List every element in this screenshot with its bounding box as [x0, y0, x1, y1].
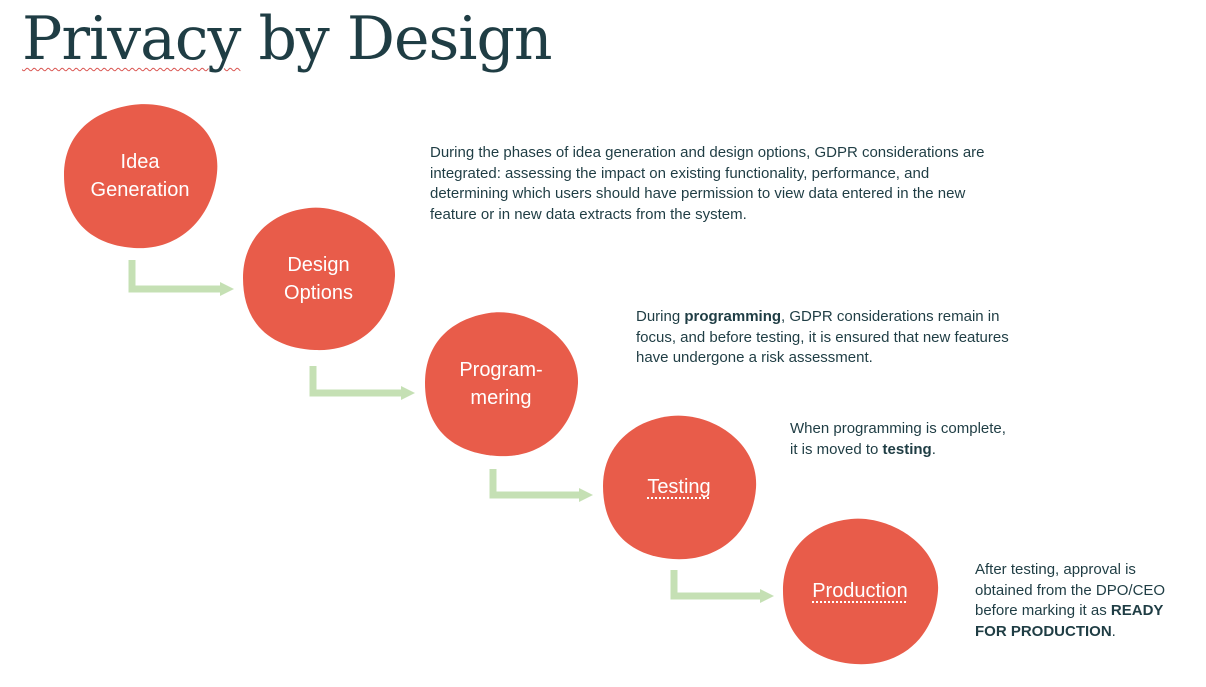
- step-label: Production: [812, 580, 908, 602]
- title-rest: by Design: [240, 4, 552, 74]
- description-programming: During programming, GDPR considerations …: [636, 307, 1036, 369]
- step-testing: Testing: [601, 414, 757, 560]
- desc-text: .: [1111, 622, 1116, 640]
- desc-text: After testing, approval is obtained from…: [975, 561, 1166, 619]
- desc-text: .: [931, 440, 936, 458]
- description-idea-design: During the phases of idea generation and…: [430, 144, 985, 223]
- arrow-2-to-3-icon: [309, 366, 415, 400]
- description-production: After testing, approval is obtained from…: [975, 560, 1197, 642]
- blob-shape: [603, 415, 757, 560]
- blob-shape: [783, 518, 939, 665]
- step-label: Design Options: [284, 253, 353, 304]
- step-design-options: Design Options: [241, 206, 396, 351]
- desc-text: , GDPR considerations remain in focus, a…: [636, 308, 1009, 366]
- desc-bold: testing: [882, 440, 932, 458]
- desc-text: When programming is complete, it is move…: [790, 420, 1006, 458]
- title-word-privacy: Privacy: [22, 4, 241, 74]
- step-programmering: Program- mering: [423, 311, 579, 457]
- step-idea-generation: Idea Generation: [62, 103, 218, 249]
- blob-shape: [64, 104, 218, 249]
- blob-shape: [243, 207, 396, 351]
- page-title: Privacy by Design: [22, 4, 553, 74]
- step-label: Program- mering: [459, 359, 543, 409]
- step-label: Idea Generation: [90, 151, 190, 201]
- blob-shape: [425, 312, 579, 457]
- arrow-3-to-4-icon: [489, 469, 593, 502]
- step-label: Testing: [647, 476, 711, 498]
- arrow-1-to-2-icon: [128, 260, 234, 296]
- description-testing: When programming is complete, it is move…: [790, 419, 1070, 460]
- step-production: Production: [781, 517, 939, 665]
- arrow-4-to-5-icon: [670, 570, 774, 603]
- desc-bold: programming: [684, 308, 782, 325]
- desc-text: During: [636, 308, 685, 325]
- desc-bold: READY FOR PRODUCTION: [975, 602, 1164, 640]
